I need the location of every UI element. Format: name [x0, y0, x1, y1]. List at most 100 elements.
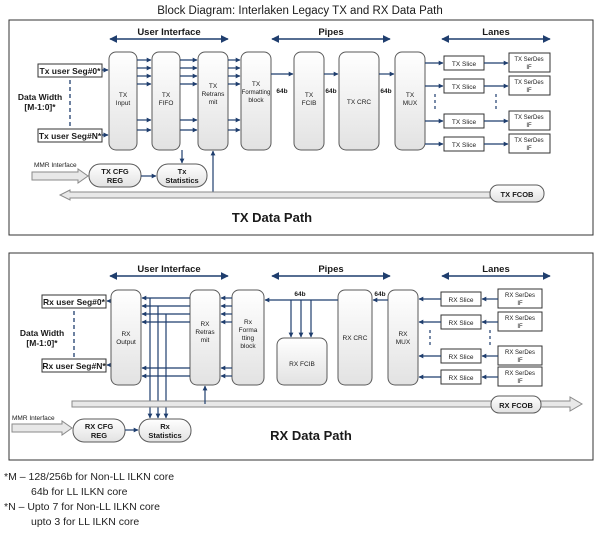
rx-pipes-label: Pipes: [318, 264, 343, 275]
rx-data-width-label: Data Width: [20, 328, 64, 338]
rx-lane-4: RX Slice RX SerDes IF: [440, 366, 543, 387]
tx-fifo-block: TX FIFO: [151, 51, 181, 151]
tx-fcib-block: TX FCIB: [293, 51, 325, 151]
rx-fcob-arrow: [71, 396, 583, 412]
svg-text:Output: Output: [116, 339, 136, 346]
tx-retransmit-block: TX Retrans mit: [197, 51, 229, 151]
svg-text:IF: IF: [526, 146, 532, 152]
svg-text:RX Slice: RX Slice: [449, 320, 474, 327]
tx-formatting-block: TX Formatting block: [240, 51, 272, 151]
tx-mux-block: TX MUX: [394, 51, 426, 151]
tx-panel: User Interface Pipes Lanes Tx user Seg#0…: [8, 19, 594, 236]
tx-64b-label-1: 64b: [276, 88, 287, 95]
tx-segN-label: Tx user Seg#N*: [39, 131, 102, 141]
footnote-m-line1: *M – 128/256b for Non-LL ILKN core: [4, 471, 175, 483]
svg-text:TX: TX: [162, 92, 171, 99]
tx-statistics-block: Tx Statistics: [156, 163, 208, 188]
svg-text:Statistics: Statistics: [148, 431, 181, 440]
svg-text:TX Slice: TX Slice: [452, 119, 477, 126]
svg-text:RX SerDes: RX SerDes: [505, 371, 535, 377]
svg-text:RX: RX: [200, 321, 210, 328]
svg-text:Forma: Forma: [239, 327, 258, 334]
footnote-n-line1: *N – Upto 7 for Non-LL ILKN core: [4, 501, 161, 513]
tx-section-headers: User Interface Pipes Lanes: [109, 27, 551, 43]
svg-text:Retrans: Retrans: [202, 91, 226, 98]
svg-text:block: block: [240, 343, 256, 350]
rx-fcib-block: RX FCIB: [276, 337, 328, 386]
svg-text:TX CFG: TX CFG: [101, 167, 129, 176]
svg-text:Retras: Retras: [195, 329, 215, 336]
tx-lanes: TX Slice TX SerDes IF TX Slice TX SerDes…: [425, 52, 551, 154]
svg-text:IF: IF: [517, 379, 523, 385]
tx-mmr-arrow: [31, 168, 89, 184]
rx-cfg-reg-block: RX CFG REG: [72, 418, 126, 443]
rx-fcob-block: RX FCOB: [490, 395, 542, 414]
tx-pipes-label: Pipes: [318, 27, 343, 38]
rx-crc-block: RX CRC: [337, 289, 373, 386]
rx-output-block: RX Output: [110, 289, 142, 386]
footnote-m-line2: 64b for LL ILKN core: [31, 486, 128, 498]
svg-text:FCIB: FCIB: [302, 100, 317, 107]
rx-bus-arrows: [141, 295, 388, 412]
svg-text:TX: TX: [209, 83, 218, 90]
svg-text:REG: REG: [91, 431, 107, 440]
svg-text:MUX: MUX: [403, 100, 418, 107]
rx-formatting-block: Rx Forma tting block: [231, 289, 265, 386]
svg-text:FIFO: FIFO: [159, 100, 174, 107]
rx-mmr-label: MMR Interface: [12, 415, 55, 422]
footnotes: *M – 128/256b for Non-LL ILKN core 64b f…: [4, 470, 174, 530]
tx-lanes-label: Lanes: [482, 27, 509, 38]
svg-text:RX SerDes: RX SerDes: [505, 293, 535, 299]
tx-bus-arrows: [137, 57, 395, 133]
tx-crc-block: TX CRC: [338, 51, 380, 151]
svg-text:TX SerDes: TX SerDes: [514, 57, 543, 63]
svg-text:RX SerDes: RX SerDes: [505, 350, 535, 356]
svg-text:IF: IF: [517, 358, 523, 364]
footnote-n-line2: upto 3 for LL ILKN core: [31, 516, 140, 528]
svg-text:TX: TX: [252, 81, 261, 88]
tx-lane-4: TX Slice TX SerDes IF: [443, 133, 551, 154]
svg-text:RX Slice: RX Slice: [449, 354, 474, 361]
svg-text:IF: IF: [526, 65, 532, 71]
svg-text:RX CFG: RX CFG: [85, 422, 114, 431]
tx-64b-label-3: 64b: [380, 88, 391, 95]
rx-panel: User Interface Pipes Lanes Rx user Seg#0…: [8, 252, 594, 461]
svg-text:mit: mit: [201, 337, 210, 344]
diagram-title: Block Diagram: Interlaken Legacy TX and …: [157, 5, 443, 17]
rx-path-label: RX Data Path: [270, 428, 352, 443]
tx-data-width-range: [M-1:0]*: [24, 102, 56, 112]
svg-text:RX SerDes: RX SerDes: [505, 316, 535, 322]
rx-statistics-block: Rx Statistics: [138, 418, 192, 443]
rx-seg0-label: Rx user Seg#0*: [43, 297, 106, 307]
rx-user-interface-label: User Interface: [137, 264, 200, 275]
svg-text:TX SerDes: TX SerDes: [514, 138, 543, 144]
rx-64b-label-2: 64b: [374, 291, 385, 298]
svg-text:IF: IF: [517, 301, 523, 307]
svg-text:TX CRC: TX CRC: [347, 99, 372, 106]
svg-text:TX: TX: [119, 92, 128, 99]
tx-cfg-reg-block: TX CFG REG: [88, 163, 142, 188]
svg-text:RX: RX: [398, 331, 408, 338]
rx-lane-2: RX Slice RX SerDes IF: [440, 311, 543, 332]
svg-text:Rx: Rx: [160, 422, 170, 431]
svg-text:IF: IF: [517, 324, 523, 330]
tx-64b-label-2: 64b: [325, 88, 336, 95]
tx-fcob-block: TX FCOB: [489, 184, 545, 203]
rx-seg0-box: [41, 294, 107, 309]
svg-text:RX: RX: [121, 331, 131, 338]
tx-data-width-label: Data Width: [18, 92, 62, 102]
svg-text:RX Slice: RX Slice: [449, 297, 474, 304]
svg-text:block: block: [248, 97, 264, 104]
tx-lane-3: TX Slice TX SerDes IF: [443, 110, 551, 131]
svg-text:Statistics: Statistics: [165, 176, 198, 185]
tx-mmr-label: MMR Interface: [34, 162, 77, 169]
svg-text:REG: REG: [107, 176, 123, 185]
svg-text:TX Slice: TX Slice: [452, 84, 477, 91]
rx-lanes: RX Slice RX SerDes IF RX Slice RX SerDes…: [418, 288, 543, 387]
svg-text:Tx: Tx: [178, 167, 188, 176]
tx-path-label: TX Data Path: [232, 210, 312, 225]
rx-mmr-arrow: [11, 420, 73, 436]
svg-text:TX Slice: TX Slice: [452, 142, 477, 149]
svg-text:Formatting: Formatting: [242, 90, 271, 96]
